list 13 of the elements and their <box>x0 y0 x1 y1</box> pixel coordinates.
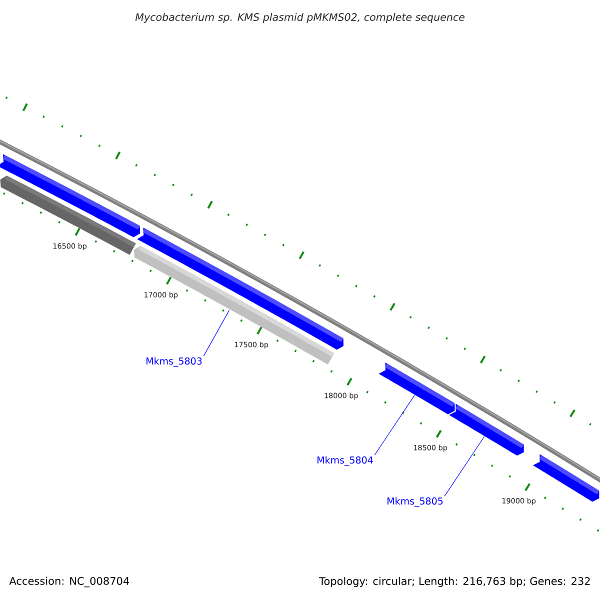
gene-bar <box>378 362 455 414</box>
gene-bar <box>0 176 136 255</box>
leader-line <box>374 394 415 456</box>
leader-line <box>444 436 485 496</box>
title: Mycobacterium sp. KMS plasmid pMKMS02, complete sequence <box>135 13 464 23</box>
leader-line <box>203 310 230 356</box>
gene-label: Mkms_5804 <box>318 456 373 466</box>
accession-text: Accession: NC_008704 <box>9 576 130 588</box>
gene-bar <box>137 228 344 350</box>
topology-text: Topology: circular; Length: 216,763 bp; Genes: 232 <box>319 576 590 588</box>
gene-label: Mkms_5803 <box>146 357 202 367</box>
gene-label: Mkms_5805 <box>388 497 443 507</box>
gene-bar <box>449 404 524 456</box>
